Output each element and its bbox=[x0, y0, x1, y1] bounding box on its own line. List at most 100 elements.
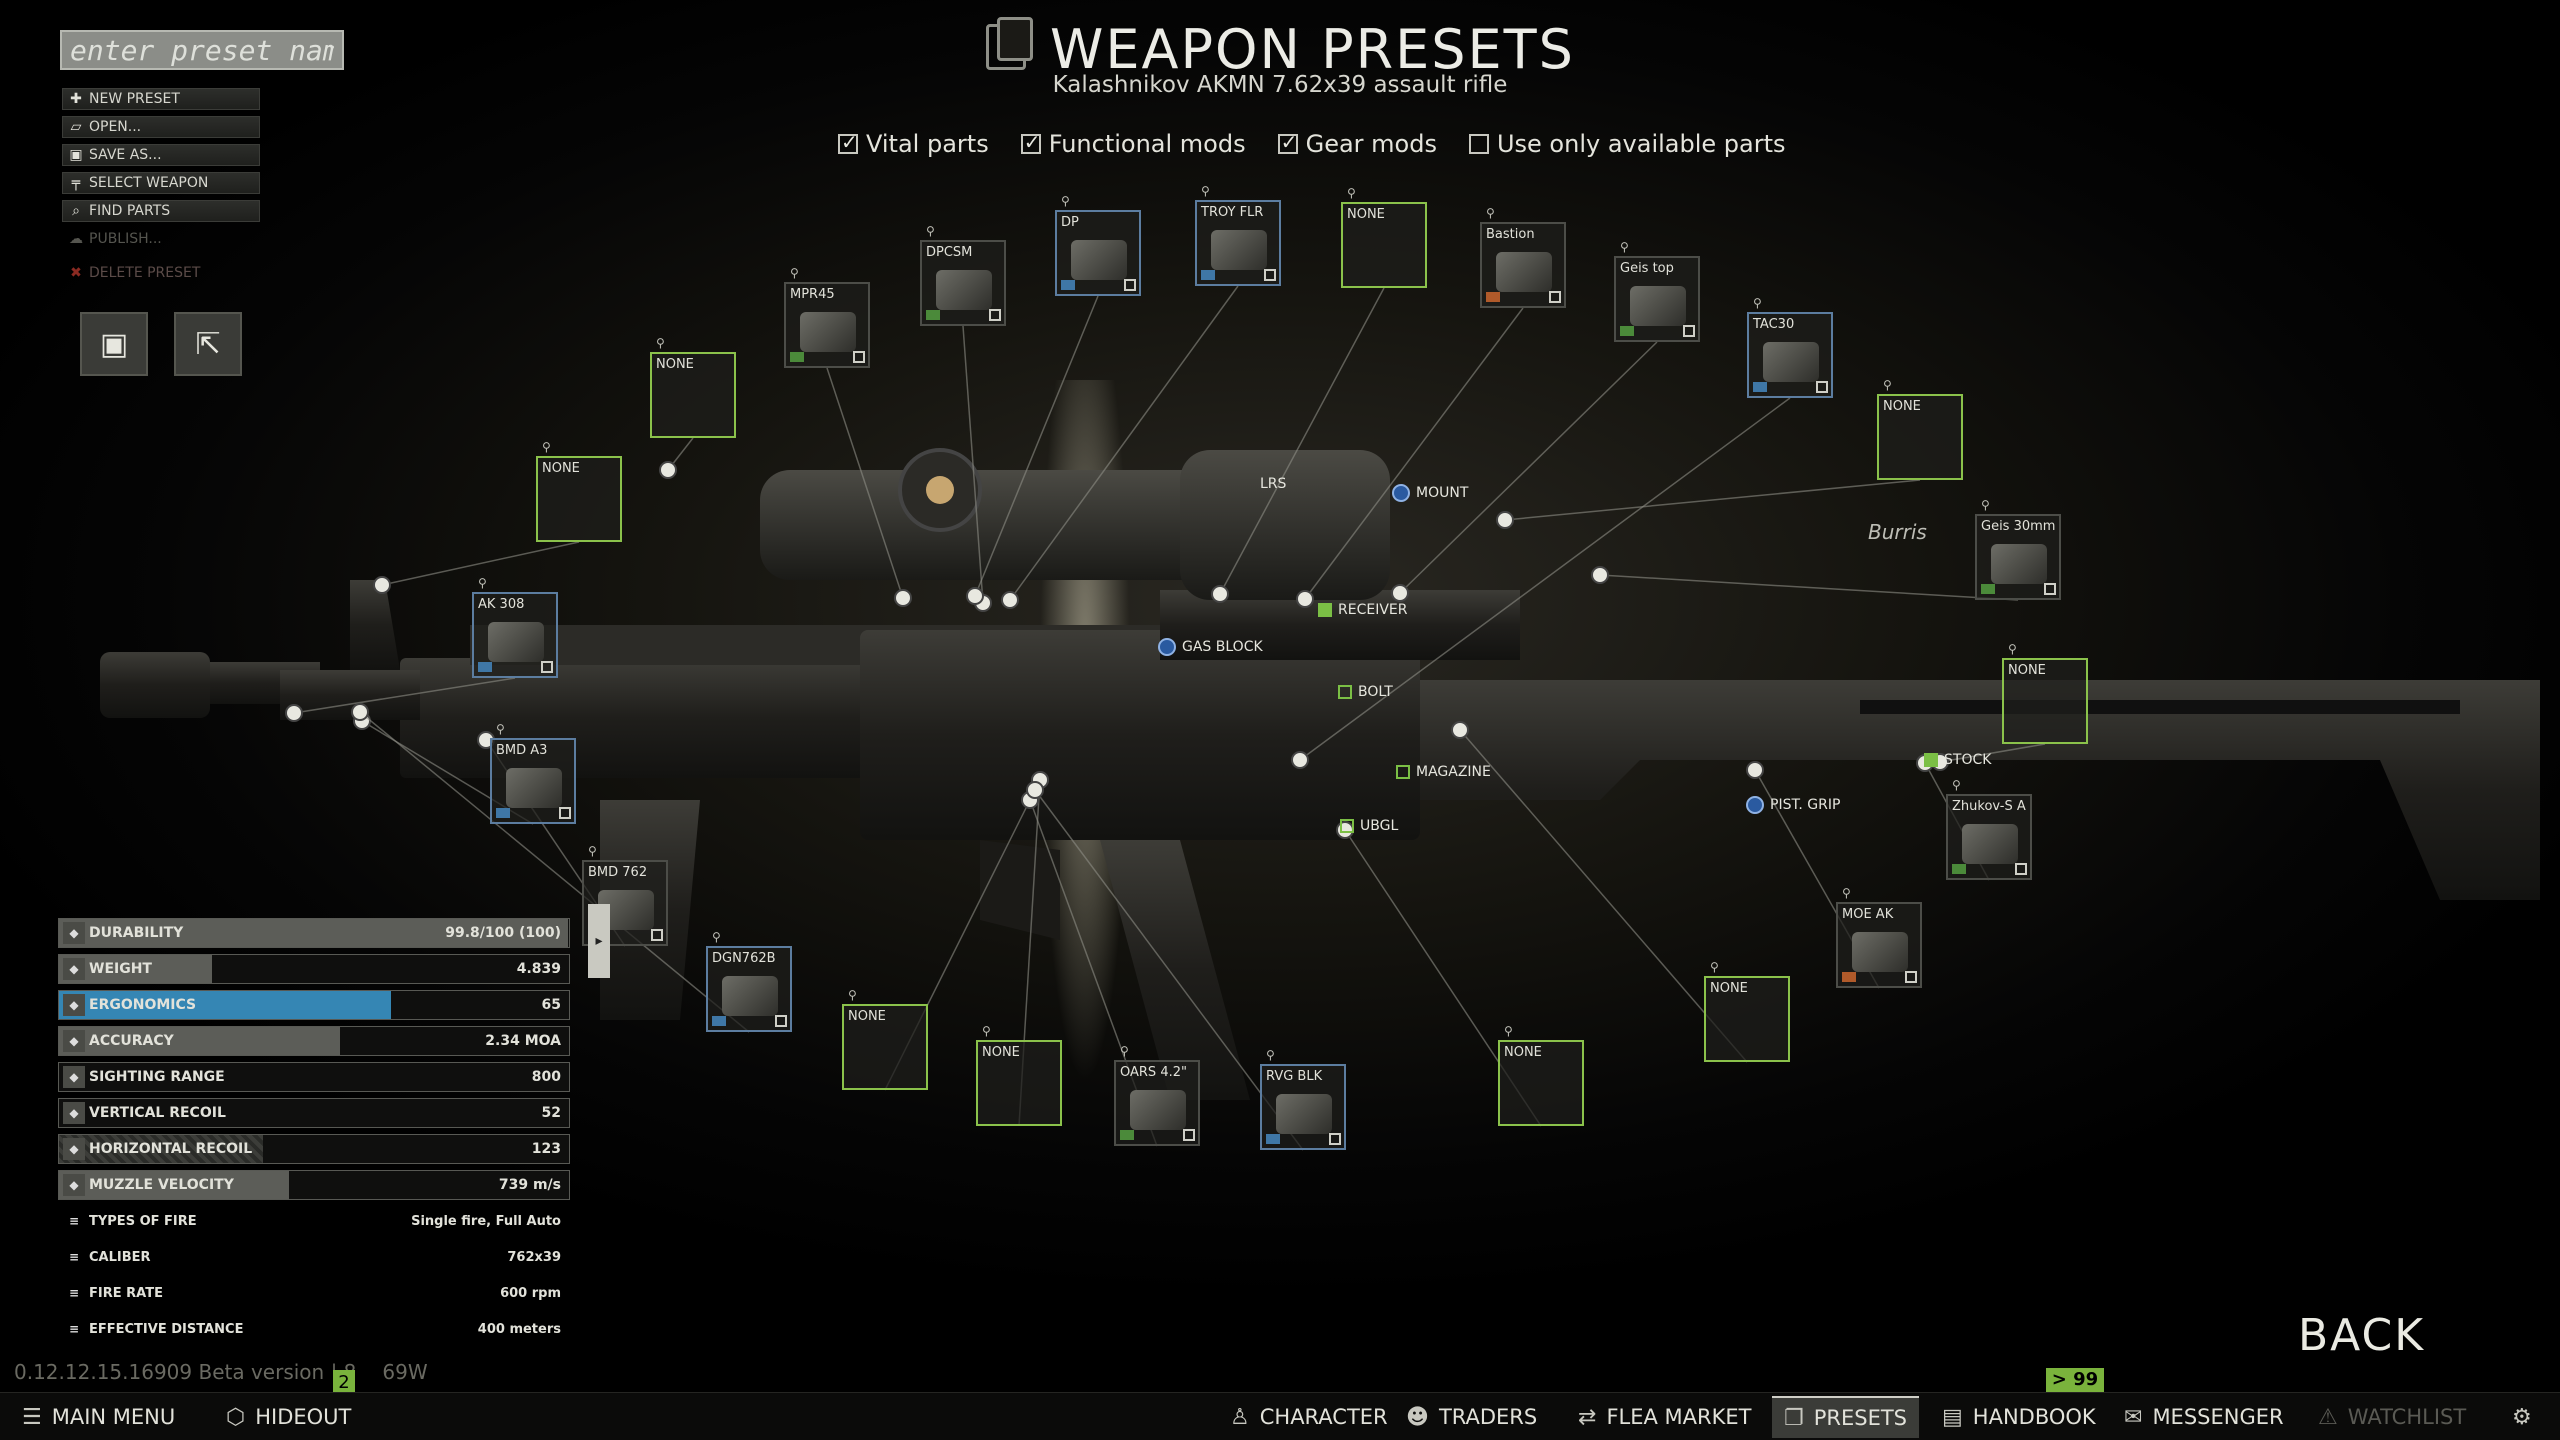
nav-messenger[interactable]: ✉MESSENGER bbox=[2112, 1396, 2296, 1438]
part-category-icon bbox=[790, 352, 804, 362]
info-name: TYPES OF FIRE bbox=[89, 1213, 197, 1229]
stat-name: HORIZONTAL RECOIL bbox=[89, 1141, 253, 1157]
floppy-icon: ▣ bbox=[99, 326, 129, 362]
slot-label: Bastion bbox=[1486, 227, 1535, 242]
slot-circle-icon bbox=[1392, 484, 1410, 502]
filter-vital-parts[interactable]: Vital parts bbox=[838, 130, 989, 158]
new-preset-button[interactable]: ✚NEW PRESET bbox=[62, 88, 260, 110]
part-info-icon bbox=[1264, 269, 1276, 281]
checkbox[interactable] bbox=[1020, 130, 1041, 154]
nav-hideout[interactable]: ⬡HIDEOUT bbox=[214, 1396, 363, 1438]
filter-available-only[interactable]: Use only available parts bbox=[1468, 130, 1786, 158]
mod-slot[interactable]: Geis 30mm⚲ bbox=[1975, 498, 2061, 600]
nav-traders[interactable]: ☻TRADERS bbox=[1394, 1396, 1549, 1438]
mod-slot[interactable]: MPR45⚲ bbox=[784, 266, 870, 368]
mod-slot[interactable]: NONE⚲ bbox=[536, 440, 622, 542]
find-parts-button[interactable]: ⌕FIND PARTS bbox=[62, 200, 260, 222]
nav-presets[interactable]: ❐PRESETS bbox=[1772, 1396, 1920, 1438]
save-as-button[interactable]: ▣SAVE AS... bbox=[62, 144, 260, 166]
back-button[interactable]: BACK bbox=[2298, 1310, 2426, 1361]
mod-slot[interactable]: NONE⚲ bbox=[1877, 378, 1963, 480]
stat-name: ACCURACY bbox=[89, 1033, 174, 1049]
mod-slot[interactable]: DP⚲ bbox=[1055, 194, 1141, 296]
mod-slot[interactable]: MOE AK⚲ bbox=[1836, 886, 1922, 988]
mod-slot[interactable]: RVG BLK⚲ bbox=[1260, 1048, 1346, 1150]
slot-label: BMD A3 bbox=[496, 743, 548, 758]
slot-label: NONE bbox=[1710, 981, 1748, 996]
slot-label: NONE bbox=[982, 1045, 1020, 1060]
slot-type-icon: ⚲ bbox=[2008, 642, 2017, 656]
slot-label: RVG BLK bbox=[1266, 1069, 1323, 1084]
part-thumbnail bbox=[1763, 342, 1819, 382]
slot-marker[interactable]: UBGL bbox=[1340, 818, 1398, 834]
scope-brand: Burris bbox=[1868, 520, 1927, 544]
mod-slot[interactable]: TAC30⚲ bbox=[1747, 296, 1833, 398]
watchlist-icon: ⚠ bbox=[2318, 1404, 2338, 1430]
export-preset-button[interactable]: ⇱ bbox=[174, 312, 242, 376]
character-icon: ♙ bbox=[1230, 1404, 1250, 1430]
mod-slot[interactable]: NONE ⚲ bbox=[976, 1024, 1062, 1126]
info-value: 762x39 bbox=[507, 1249, 561, 1265]
slot-marker[interactable]: STOCK bbox=[1924, 752, 1991, 768]
mod-slot[interactable]: NONE⚲ bbox=[650, 336, 736, 438]
filter-functional-mods[interactable]: Functional mods bbox=[1020, 130, 1246, 158]
mod-slot[interactable]: DGN762B⚲ bbox=[706, 930, 792, 1032]
slot-marker[interactable]: GAS BLOCK bbox=[1158, 638, 1263, 656]
mod-slot[interactable]: TROY FLR⚲ bbox=[1195, 184, 1281, 286]
part-thumbnail bbox=[1852, 932, 1908, 972]
nav-flea-market[interactable]: ⇄FLEA MARKET bbox=[1566, 1396, 1763, 1438]
checkbox[interactable] bbox=[1468, 134, 1489, 154]
stat-value: 4.839 bbox=[516, 961, 561, 977]
slot-marker[interactable]: BOLT bbox=[1338, 684, 1393, 700]
stat-bar bbox=[59, 1171, 289, 1199]
mod-slot[interactable]: NONE⚲ bbox=[1498, 1024, 1584, 1126]
nav-character[interactable]: ♙ CHARACTER bbox=[1218, 1396, 1400, 1438]
nav-label: CHARACTER bbox=[1259, 1405, 1388, 1429]
preset-name-input[interactable] bbox=[60, 30, 344, 70]
mod-slot[interactable]: Bastion⚲ bbox=[1480, 206, 1566, 308]
nav-settings[interactable]: ⚙ bbox=[2500, 1396, 2554, 1438]
slot-label: DPCSM bbox=[926, 245, 973, 260]
slot-marker[interactable]: MOUNT bbox=[1392, 484, 1468, 502]
checkbox[interactable] bbox=[1277, 130, 1298, 154]
slot-type-icon: ⚲ bbox=[982, 1024, 991, 1038]
page-title: WEAPON PRESETS bbox=[1050, 18, 1575, 81]
slot-marker[interactable]: PIST. GRIP bbox=[1746, 796, 1840, 814]
stats-collapse-button[interactable]: ▸ bbox=[588, 904, 610, 978]
front-sight bbox=[350, 580, 400, 670]
open-button[interactable]: ▱OPEN... bbox=[62, 116, 260, 138]
mod-slot[interactable]: BMD A3⚲ bbox=[490, 722, 576, 824]
checkbox[interactable] bbox=[838, 130, 858, 154]
presets-icon: ❐ bbox=[1784, 1405, 1804, 1431]
mod-slot[interactable]: NONE⚲ bbox=[1704, 960, 1790, 1062]
nav-handbook[interactable]: ▤HANDBOOK bbox=[1930, 1396, 2108, 1438]
stat-value: 739 m/s bbox=[498, 1177, 561, 1193]
select-weapon-button[interactable]: ╤SELECT WEAPON bbox=[62, 172, 260, 194]
nav-main-menu[interactable]: ☰MAIN MENU bbox=[10, 1396, 187, 1438]
save-preset-button[interactable]: ▣ bbox=[80, 312, 148, 376]
slot-marker[interactable]: MAGAZINE bbox=[1396, 764, 1491, 780]
mod-slot[interactable]: Geis top⚲ bbox=[1614, 240, 1700, 342]
mod-slot[interactable]: OARS 4.2"⚲ bbox=[1114, 1044, 1200, 1146]
part-category-icon bbox=[1061, 280, 1075, 290]
slot-type-icon: ⚲ bbox=[1753, 296, 1762, 310]
slot-type-icon: ⚲ bbox=[712, 930, 721, 944]
slot-marker[interactable]: RECEIVER bbox=[1318, 602, 1407, 618]
filter-gear-mods[interactable]: Gear mods bbox=[1277, 130, 1437, 158]
mod-slot[interactable]: AK 308⚲ bbox=[472, 576, 558, 678]
mod-slot[interactable]: Zhukov-S A⚲ bbox=[1946, 778, 2032, 880]
part-category-icon bbox=[1753, 382, 1767, 392]
notification-badge: > 99 bbox=[2046, 1368, 2104, 1392]
mod-slot[interactable]: NONE⚲ bbox=[2002, 642, 2088, 744]
stat-bar bbox=[59, 919, 568, 947]
stat-name: ERGONOMICS bbox=[89, 997, 197, 1013]
mod-slot[interactable]: NONE⚲ bbox=[1341, 186, 1427, 288]
slot-type-icon: ⚲ bbox=[790, 266, 799, 280]
mod-slot[interactable]: NONE⚲ bbox=[842, 988, 928, 1090]
stat-name: VERTICAL RECOIL bbox=[89, 1105, 226, 1121]
mod-slot[interactable]: DPCSM⚲ bbox=[920, 224, 1006, 326]
